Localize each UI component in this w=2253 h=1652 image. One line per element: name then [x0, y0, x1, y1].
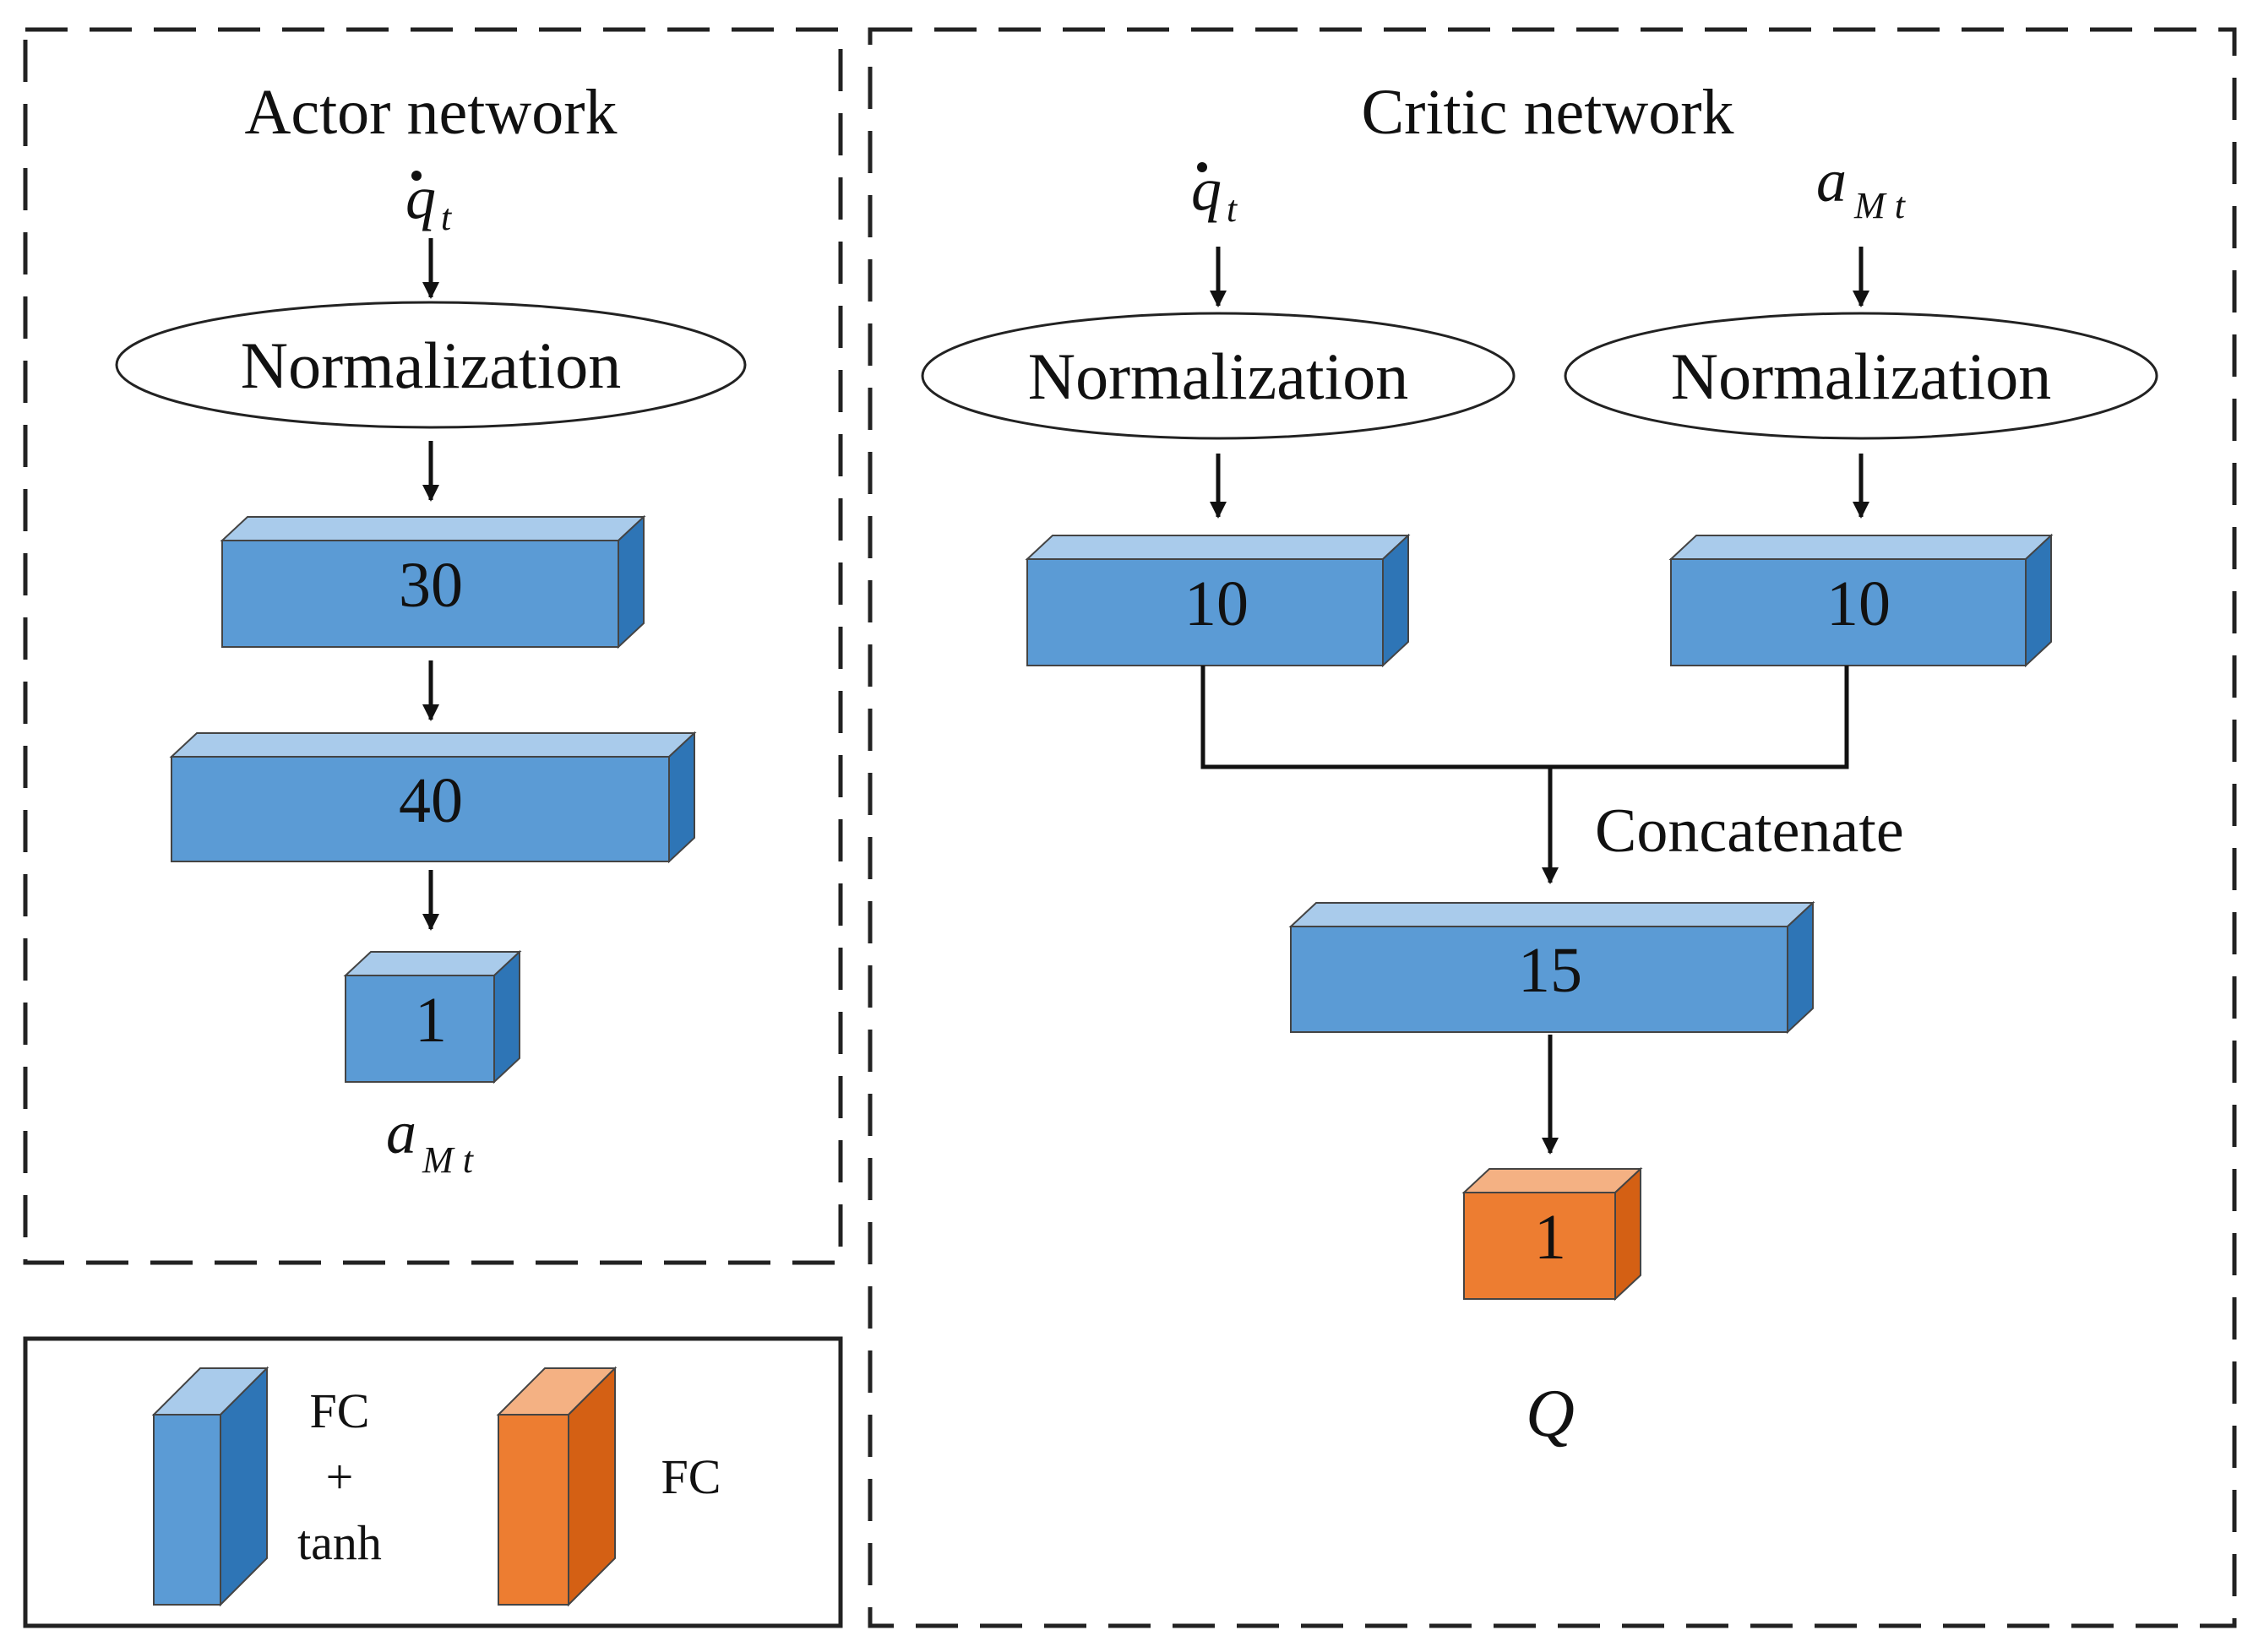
critic-title: Critic network	[1361, 77, 1733, 148]
actor-normalization-label: Normalization	[241, 329, 622, 402]
critic-layer-15: 15	[1288, 900, 1815, 1035]
actor-title: Actor network	[244, 77, 617, 148]
svg-text:t: t	[1227, 188, 1238, 230]
svg-text:10: 10	[1184, 568, 1249, 639]
critic-normalization-left-node: Normalization	[921, 312, 1516, 440]
actor-output-symbol: a M t	[386, 1099, 475, 1181]
svg-text:a: a	[386, 1099, 416, 1166]
actor-layer-30: 30	[220, 514, 646, 649]
actor-panel-border	[23, 27, 843, 1265]
legend-panel-border	[23, 1336, 843, 1628]
critic-action-input-symbol: a M t	[1816, 147, 1907, 226]
svg-text:a: a	[1816, 147, 1847, 215]
actor-input-symbol: q t	[405, 164, 453, 238]
actor-normalization-node: Normalization	[115, 301, 747, 429]
critic-normalization-left-label: Normalization	[1028, 340, 1409, 413]
critic-normalization-right-label: Normalization	[1671, 340, 2052, 413]
svg-text:15: 15	[1518, 935, 1582, 1006]
critic-panel-border	[868, 27, 2237, 1628]
legend-blue-line3: tanh	[297, 1515, 382, 1570]
actor-layer-1: 1	[343, 949, 522, 1084]
legend-blue-line2: +	[326, 1449, 354, 1504]
svg-text:1: 1	[1534, 1202, 1566, 1273]
svg-text:40: 40	[399, 765, 463, 836]
legend-blue-line1: FC	[310, 1383, 370, 1438]
svg-text:1: 1	[415, 985, 447, 1056]
critic-merge-connector	[1200, 666, 1849, 769]
svg-text:M t: M t	[422, 1139, 475, 1181]
critic-layer-10-left: 10	[1025, 533, 1411, 668]
legend-orange-box-icon	[496, 1366, 618, 1607]
svg-text:30: 30	[399, 550, 463, 621]
critic-output-layer-1: 1	[1461, 1166, 1643, 1301]
svg-text:10: 10	[1826, 568, 1891, 639]
svg-text:t: t	[441, 197, 453, 238]
critic-output-symbol: Q	[1526, 1377, 1575, 1451]
critic-normalization-right-node: Normalization	[1564, 312, 2158, 440]
svg-text:M t: M t	[1853, 185, 1907, 226]
critic-layer-10-right: 10	[1668, 533, 2054, 668]
legend-blue-box-icon	[151, 1366, 269, 1607]
legend-orange-label: FC	[661, 1449, 721, 1504]
critic-state-input-symbol: q t	[1191, 155, 1238, 230]
concatenate-label: Concatenate	[1595, 796, 1904, 866]
actor-layer-40: 40	[169, 731, 697, 864]
